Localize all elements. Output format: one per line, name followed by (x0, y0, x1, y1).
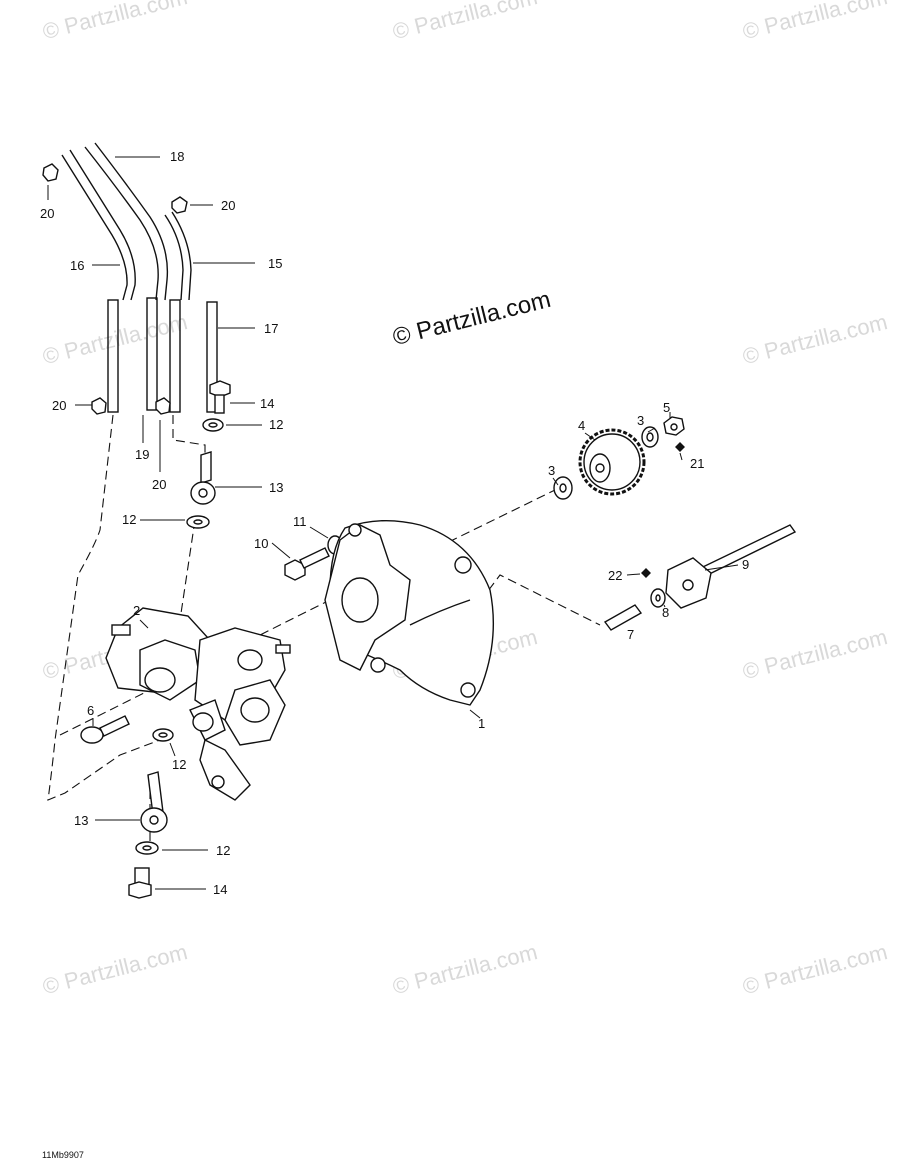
callout-10: 10 (254, 536, 269, 551)
callout-1: 1 (478, 716, 486, 731)
callout-19: 19 (135, 447, 150, 462)
screw-6 (80, 715, 130, 744)
key-22 (641, 568, 651, 578)
callout-15: 15 (268, 256, 283, 271)
callout-2: 2 (133, 603, 141, 618)
callout-9: 9 (742, 557, 750, 572)
callout-22: 22 (608, 568, 623, 583)
washer-3 (553, 426, 659, 500)
rotary-valve-cover-1 (324, 519, 495, 706)
callout-20: 20 (52, 398, 67, 413)
pump-shaft-9 (665, 524, 797, 609)
callout-16: 16 (70, 258, 85, 273)
callout-3: 3 (548, 463, 556, 478)
banjo-bolt-14-upper (209, 380, 231, 414)
callout-6: 6 (87, 703, 95, 718)
callout-20: 20 (152, 477, 167, 492)
callout-5: 5 (663, 400, 671, 415)
callout-12: 12 (216, 843, 231, 858)
pin-7 (603, 604, 643, 631)
oil-line-19-17 (107, 297, 218, 413)
gear-4 (578, 428, 646, 496)
sealing-washer-12 (135, 418, 224, 855)
drawing-code: 11Mb9907 (42, 1150, 84, 1160)
nut-5 (663, 416, 685, 436)
callout-18: 18 (170, 149, 185, 164)
oil-line-15 (164, 211, 192, 301)
banjo-bolt-14-lower (128, 867, 152, 899)
key-21 (675, 442, 685, 452)
callout-11: 11 (293, 514, 307, 529)
callout-12: 12 (172, 757, 187, 772)
leader-lines (47, 156, 739, 890)
washer-8 (650, 588, 666, 608)
callout-8: 8 (662, 605, 670, 620)
callout-13: 13 (74, 813, 89, 828)
callout-20: 20 (40, 206, 55, 221)
callout-13: 13 (269, 480, 284, 495)
callout-12: 12 (122, 512, 137, 527)
callout-14: 14 (213, 882, 228, 897)
callout-12: 12 (269, 417, 284, 432)
oil-pump-2 (105, 607, 291, 801)
callout-14: 14 (260, 396, 275, 411)
callout-3: 3 (637, 413, 645, 428)
banjo-fitting-13 (140, 451, 216, 833)
callout-21: 21 (690, 456, 705, 471)
callout-17: 17 (264, 321, 279, 336)
bolt-10 (284, 547, 330, 581)
callout-4: 4 (578, 418, 586, 433)
oil-line-16-18 (61, 142, 169, 301)
callout-20: 20 (221, 198, 236, 213)
clip-20-parts (42, 163, 188, 415)
callout-7: 7 (627, 627, 635, 642)
